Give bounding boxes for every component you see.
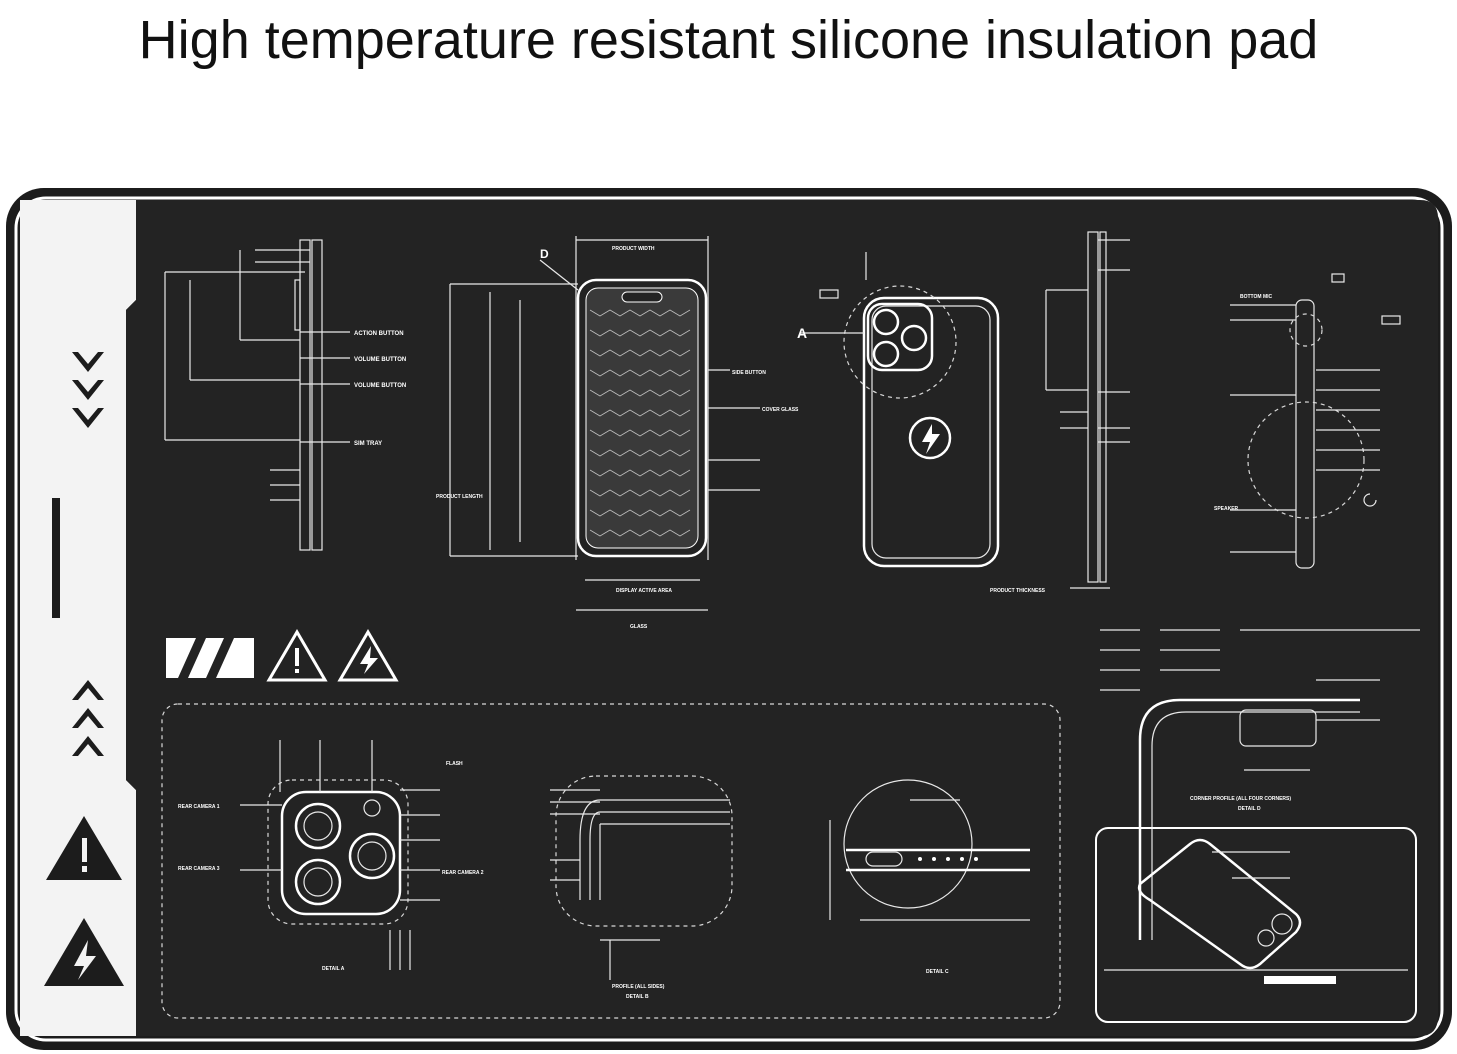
warning-icon [46, 816, 122, 880]
detail-d-corner-drawing [1100, 629, 1420, 940]
back-phone-drawing: A D [540, 247, 1000, 568]
silicone-pad-image: ACTION BUTTON VOLUME BUTTON VOLUME BUTTO… [6, 188, 1452, 1050]
side-profile-drawing [164, 239, 350, 551]
callout-glass: GLASS [630, 624, 648, 630]
callout-volume-down: VOLUME BUTTON [354, 383, 406, 389]
detail-c-port-drawing [829, 779, 1030, 921]
callout-cover-glass: COVER GLASS [762, 407, 799, 413]
chevron-down-icon [72, 352, 104, 428]
callout-side-button: SIDE BUTTON [732, 370, 766, 376]
callout-detail-b: DETAIL B [626, 994, 649, 1000]
callout-profile-all-sides: PROFILE (ALL SIDES) [612, 984, 665, 990]
bottom-view-drawing [1230, 273, 1401, 569]
lightning-warning-icon [44, 918, 124, 986]
callout-speaker: SPEAKER [1214, 506, 1239, 512]
pad-frame [14, 196, 1444, 1042]
callout-detail-c: DETAIL C [926, 969, 949, 975]
callout-volume-up: VOLUME BUTTON [354, 357, 406, 363]
side-profile-thickness-drawing [1045, 231, 1130, 589]
lightning-warning-icon [337, 629, 399, 682]
callout-sim-tray: SIM TRAY [354, 441, 382, 447]
svg-text:A: A [797, 325, 807, 341]
callout-flash: FLASH [446, 761, 463, 767]
callout-corner-profile: CORNER PROFILE (ALL FOUR CORNERS) [1190, 796, 1291, 802]
callout-product-width: PRODUCT WIDTH [612, 246, 655, 252]
hazard-stripes-icon [166, 638, 254, 678]
details-panel [161, 703, 1061, 1019]
strip-label-bar [52, 498, 60, 618]
svg-text:D: D [540, 247, 549, 261]
front-phone-drawing [449, 236, 760, 611]
page-title: High temperature resistant silicone insu… [138, 10, 1319, 70]
callout-bottom-mic: BOTTOM MIC [1240, 294, 1273, 300]
callout-rear-camera-2: REAR CAMERA 2 [442, 870, 484, 876]
left-strip [20, 200, 136, 1036]
callout-product-thickness: PRODUCT THICKNESS [990, 588, 1046, 594]
detail-a-camera-drawing [240, 740, 440, 970]
callout-detail-d: DETAIL D [1238, 806, 1261, 812]
callout-detail-a: DETAIL A [322, 966, 345, 972]
callout-rear-camera-3: REAR CAMERA 3 [178, 866, 220, 872]
chevron-up-icon [72, 680, 104, 756]
phone-card-drawing [1095, 827, 1417, 1023]
callout-display-active-area: DISPLAY ACTIVE AREA [616, 588, 672, 594]
callout-rear-camera-1: REAR CAMERA 1 [178, 804, 220, 810]
warning-icon [266, 629, 328, 682]
main-panel [126, 200, 1438, 1036]
detail-b-profile-drawing [550, 775, 733, 980]
callout-action-button: ACTION BUTTON [354, 331, 404, 337]
callout-product-length: PRODUCT LENGTH [436, 494, 483, 500]
